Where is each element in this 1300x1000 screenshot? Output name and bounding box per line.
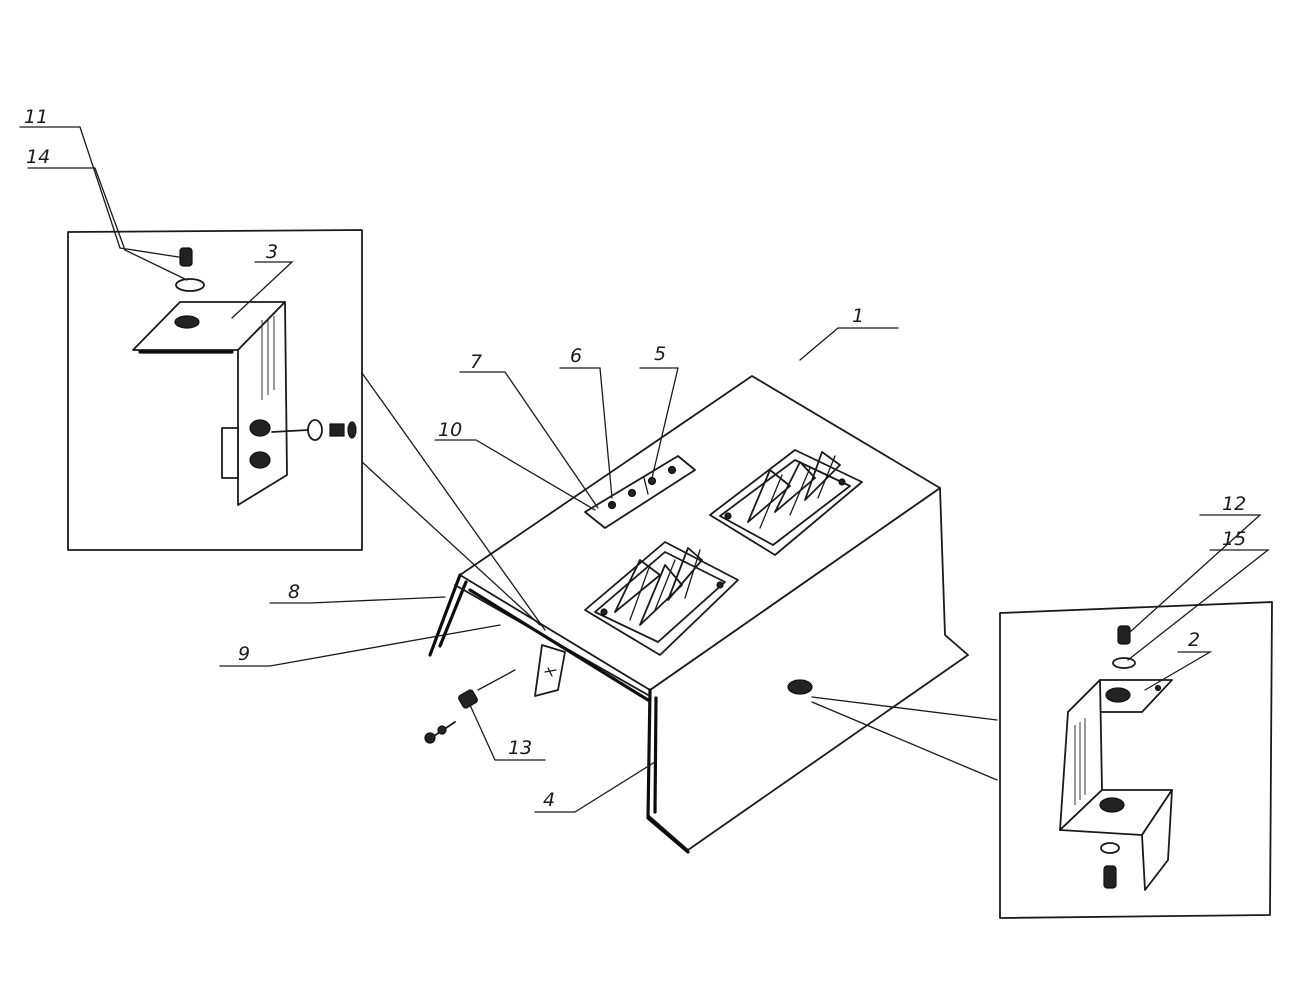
housing-front-flange: [428, 573, 468, 657]
callout-10: 10: [438, 419, 462, 441]
switch-plate-right: [709, 449, 863, 556]
indicator-plate: [584, 455, 696, 529]
right-inset-frame: [811, 601, 1273, 919]
callout-12: 12: [1222, 493, 1246, 515]
callout-9: 9: [238, 643, 250, 665]
housing-side-hole: [787, 679, 813, 695]
left-bracket: [132, 301, 288, 506]
left-side-fastener: [271, 419, 357, 441]
callout-6: 6: [570, 345, 582, 367]
housing-right-flange: [646, 688, 690, 854]
housing-top-face: [459, 375, 941, 691]
callout-11: 11: [24, 106, 48, 128]
callout-2: 2: [1188, 629, 1200, 651]
front-bracket: [534, 644, 566, 697]
callout-labels: 11 14 3 1 6 5 7 10 8 9 13 4 12 15 2: [24, 106, 1246, 811]
callout-13: 13: [508, 737, 532, 759]
callout-4: 4: [543, 789, 555, 811]
housing-assembly: [424, 375, 969, 854]
left-inset-frame: [67, 229, 546, 631]
switch-plate-left: [584, 541, 739, 656]
callout-15: 15: [1222, 528, 1246, 550]
callout-7: 7: [470, 351, 482, 373]
callout-3: 3: [266, 241, 278, 263]
callout-5: 5: [654, 343, 666, 365]
callout-8: 8: [288, 581, 300, 603]
callout-leaders: [19, 126, 1270, 813]
right-bracket: [1059, 679, 1173, 891]
callout-14: 14: [26, 146, 50, 168]
left-screw-washer: [175, 247, 205, 292]
callout-1: 1: [852, 305, 864, 327]
right-screws: [1100, 625, 1136, 889]
screw-nut-13: [424, 669, 516, 744]
